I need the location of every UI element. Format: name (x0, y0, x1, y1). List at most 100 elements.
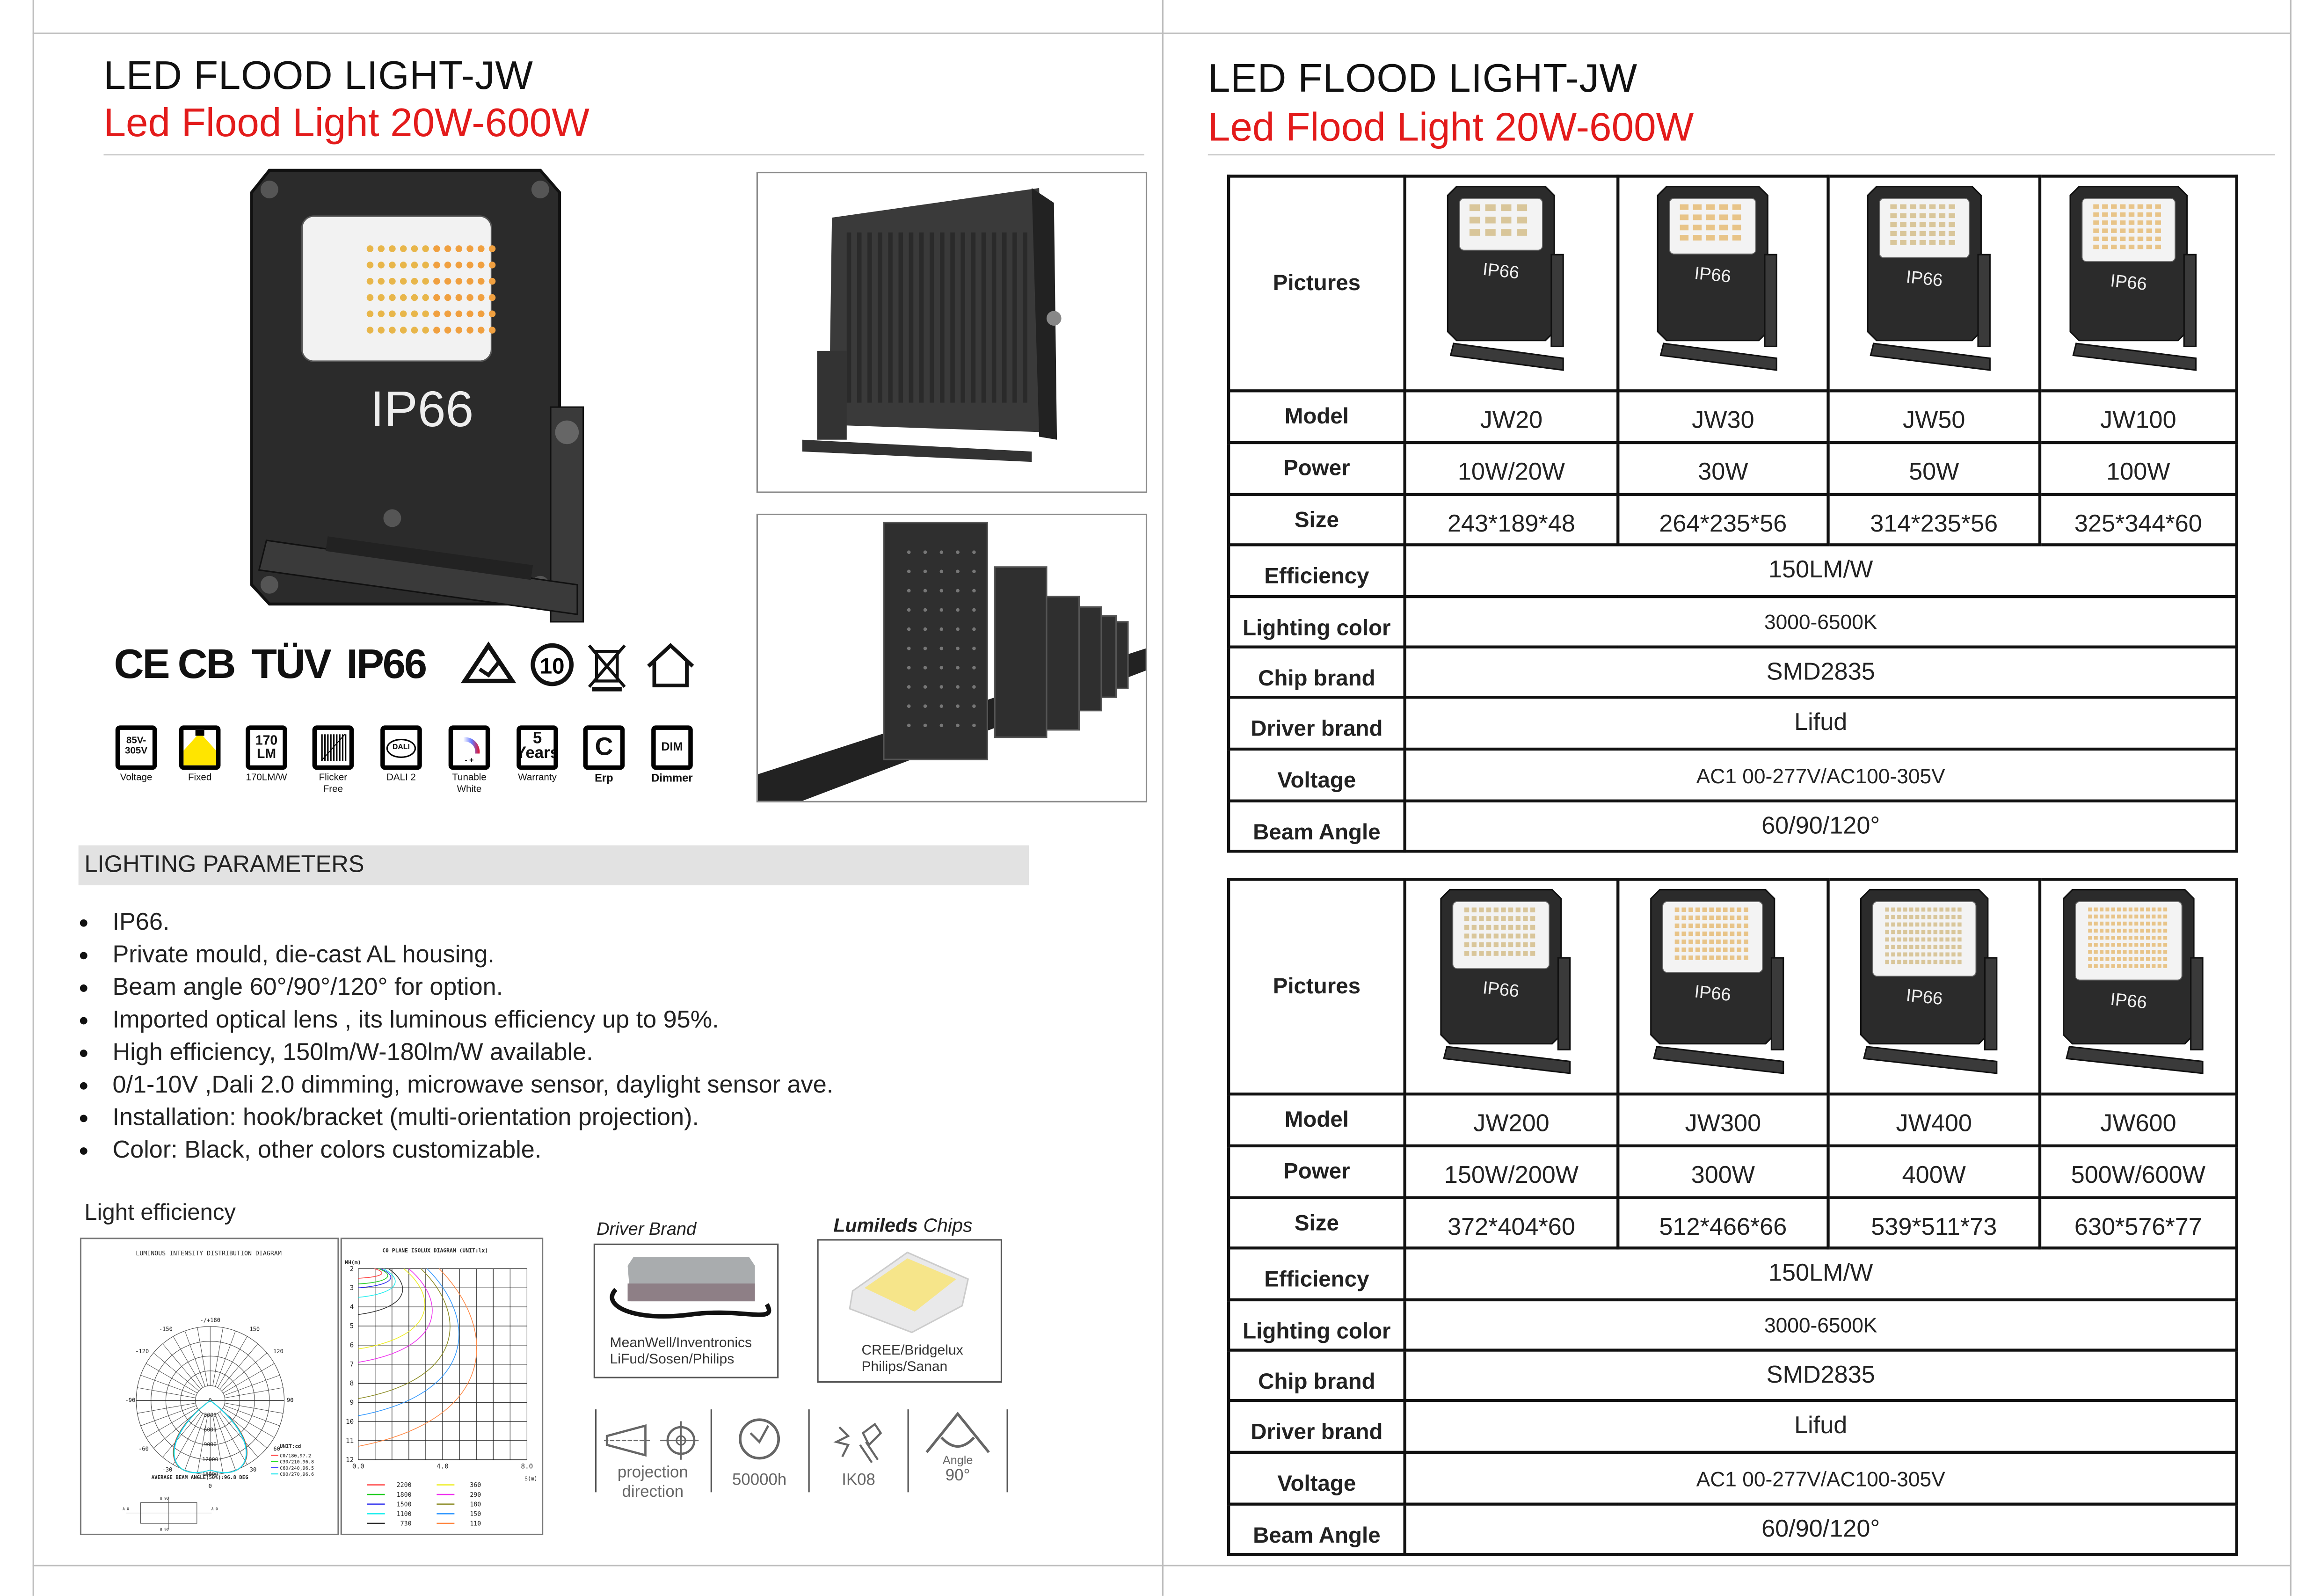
polar-spoke (219, 1343, 258, 1390)
polar-spoke (140, 1375, 196, 1396)
diagram-label: B 90 (160, 1528, 169, 1532)
model-cell: JW20 (1403, 389, 1620, 445)
voltage-text: 85V- 305V (125, 736, 148, 757)
bullet-dot (80, 1147, 87, 1155)
row-label: Lighting color (1227, 1298, 1406, 1352)
diagram-label: C0/180,97.2 (280, 1453, 311, 1458)
diagram-label: 4.0 (437, 1463, 449, 1471)
product-picture: IP66 (1447, 186, 1564, 371)
diagram-label: 360 (470, 1482, 481, 1489)
model-cell: JW300 (1616, 1093, 1830, 1148)
row-label: Voltage (1227, 1450, 1406, 1506)
projection-direction-icon (604, 1418, 699, 1470)
bullet-dot (80, 919, 87, 927)
dali-logo: DALI (386, 738, 416, 758)
home-icon (647, 643, 694, 687)
power-cell: 50W (1826, 441, 2042, 496)
tunable-white-icon: - + (448, 725, 490, 770)
driver-brand-line: MeanWell/Inventronics (610, 1335, 752, 1352)
isolux-curve (358, 1268, 477, 1447)
diagram-label: 12 (346, 1456, 354, 1464)
picture-cell: IP66 (1403, 878, 1620, 1096)
polar-spoke (212, 1327, 224, 1386)
projection-label: projection direction (617, 1464, 688, 1501)
bullet-text: High efficiency, 150lm/W-180lm/W availab… (112, 1039, 593, 1066)
picture-cell: IP66 (2038, 175, 2238, 393)
lighting-color-cell: 3000-6500K (1403, 595, 2238, 649)
lifetime-label: 50000h (732, 1472, 787, 1489)
diagram-label: C60/240,96.5 (280, 1466, 314, 1471)
size-cell: 264*235*56 (1616, 493, 1830, 547)
right-subtitle: Led Flood Light 20W-600W (1208, 105, 1694, 150)
size-cell: 243*189*48 (1403, 493, 1620, 547)
diagram-label: 12000 (202, 1456, 218, 1463)
bullet-text: Imported optical lens , its luminous eff… (112, 1006, 719, 1034)
polar-spoke (146, 1407, 198, 1438)
icon-divider (710, 1409, 712, 1493)
cert-logo: TÜV (251, 641, 332, 687)
page-border-top (32, 32, 2290, 34)
beam-angle-cell: 60/90/120° (1403, 1502, 2238, 1556)
driver-brand-cell: Lifud (1403, 1399, 2238, 1454)
size-cell: 512*466*66 (1616, 1196, 1830, 1250)
page-divider (1162, 0, 1164, 1596)
diagram-label: 60 (273, 1446, 280, 1452)
icon-divider (595, 1409, 597, 1493)
product-picture: IP66 (1657, 186, 1777, 371)
feature-label: Warranty (518, 772, 557, 783)
luminous-intensity-diagram: LUMINOUS INTENSITY DISTRIBUTION DIAGRAM-… (80, 1238, 339, 1536)
power-cell: 300W (1616, 1144, 1830, 1199)
feature-label: Dimmer (651, 771, 693, 785)
clock-icon (736, 1415, 783, 1470)
model-cell: JW400 (1826, 1093, 2042, 1148)
feature-label: 170LM/W (246, 772, 287, 783)
model-cell: JW200 (1403, 1093, 1620, 1148)
row-label: Voltage (1227, 747, 1406, 802)
diagram-label: 7 (350, 1361, 354, 1368)
row-label: Driver brand (1227, 696, 1406, 751)
driver-brand-list: MeanWell/Inventronics LiFud/Sosen/Philip… (610, 1335, 752, 1368)
feature-label: Fixed (188, 772, 212, 783)
diagram-label: 1100 (397, 1511, 412, 1518)
isolux-curve (358, 1268, 383, 1279)
icon-divider (1006, 1409, 1008, 1493)
diagram-label: 180 (470, 1501, 481, 1508)
bullet-item: Private mould, die-cast AL housing. (77, 939, 834, 971)
impact-hammer-icon (833, 1418, 884, 1470)
diagram-label: 5 (350, 1323, 354, 1330)
bullet-dot (80, 984, 87, 992)
cert-icons: 10 (459, 640, 703, 700)
picture-ip-label: IP66 (1905, 267, 1943, 291)
bullet-item: Imported optical lens , its luminous eff… (77, 1004, 834, 1036)
chip-brand-list: CREE/Bridgelux Philips/Sanan (861, 1343, 963, 1376)
picture-ip-label: IP66 (1694, 982, 1732, 1005)
angle-value: 90° (945, 1467, 970, 1485)
right-title-rule (1208, 154, 2276, 156)
power-cell: 10W/20W (1403, 441, 1620, 496)
bullet-item: Installation: hook/bracket (multi-orient… (77, 1101, 834, 1134)
product-image-array (756, 513, 1148, 802)
bullet-dot (80, 952, 87, 960)
diagram-label: 0 (209, 1397, 212, 1403)
diagram-label: 30 (250, 1466, 256, 1473)
diagram-label: A 0 (211, 1507, 218, 1511)
polar-spoke (153, 1353, 199, 1392)
diagram-label: 150 (470, 1511, 481, 1518)
efficiency-cell: 150LM/W (1403, 543, 2238, 598)
page-border-right (2290, 0, 2292, 1596)
bullet-item: 0/1-10V ,Dali 2.0 dimming, microwave sen… (77, 1069, 834, 1101)
driver-brand-heading: Driver Brand (597, 1218, 697, 1239)
ten-year-icon: 10 (531, 643, 574, 686)
